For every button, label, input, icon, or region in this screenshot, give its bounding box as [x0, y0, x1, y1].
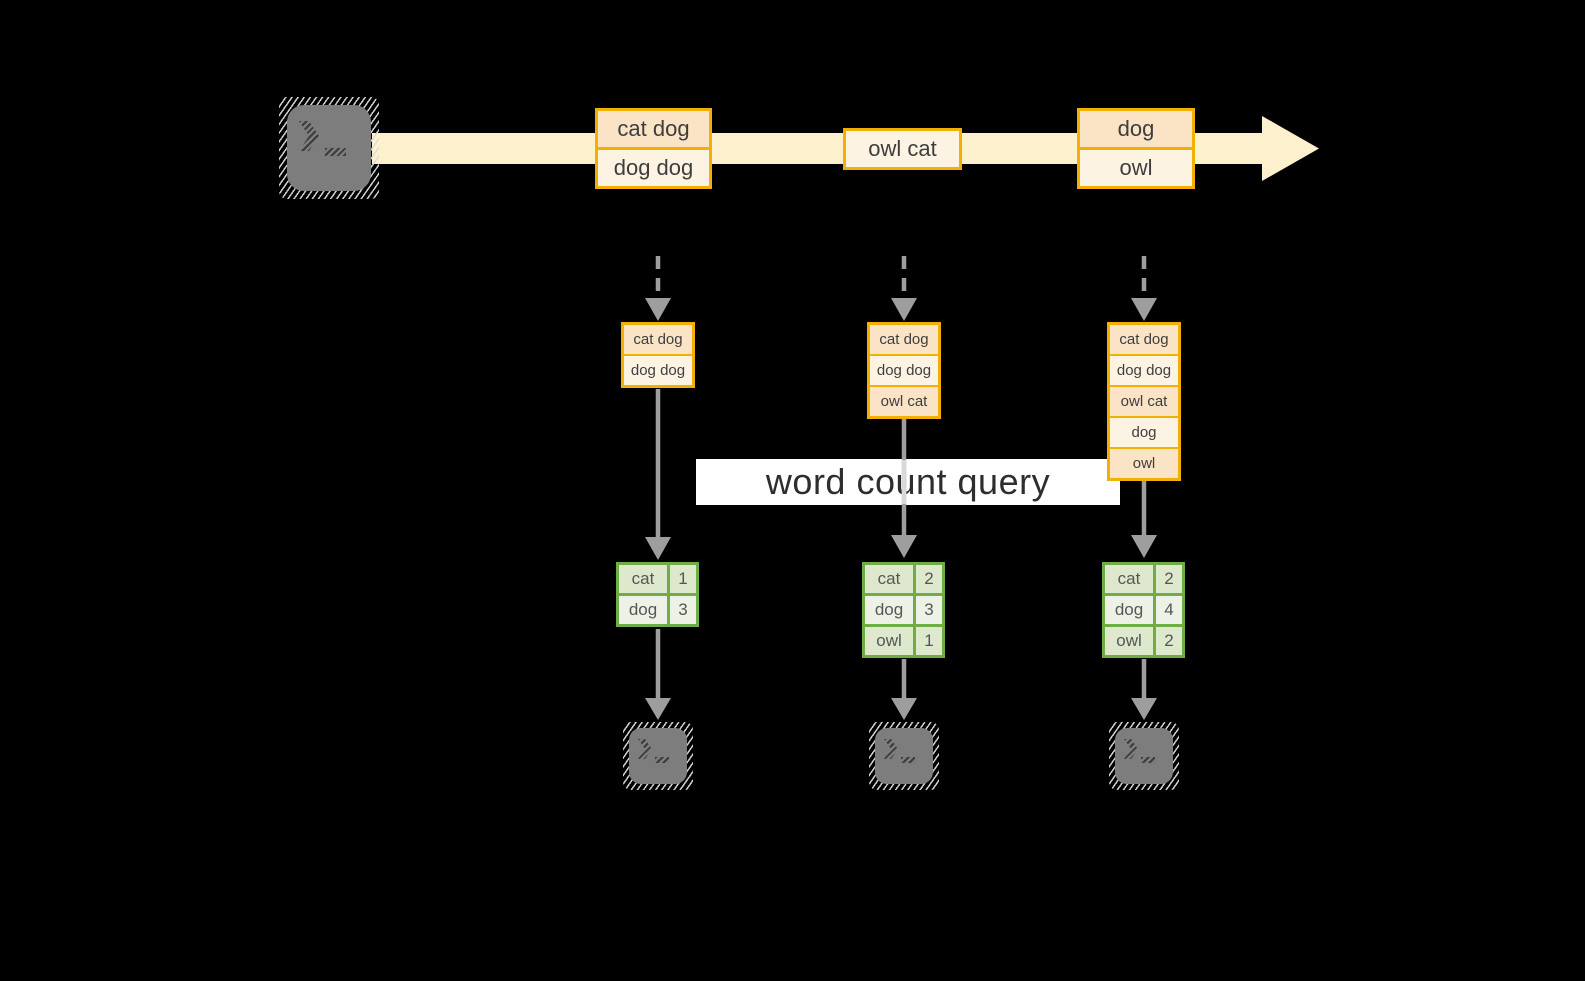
terminal-cursor-icon	[655, 757, 669, 763]
buffer-row: owl cat	[870, 385, 938, 416]
word-cell: cat	[865, 565, 916, 593]
terminal-screen	[875, 728, 933, 784]
buffer-row: cat dog	[624, 325, 692, 354]
word-cell: owl	[1105, 627, 1156, 655]
buffer-row: dog dog	[624, 354, 692, 385]
terminal-chevron-icon	[884, 739, 898, 759]
query-banner-label: word count query	[765, 461, 1051, 502]
terminal-cursor-icon	[325, 148, 346, 156]
buffer-box-3: cat dog dog dog owl cat dog owl	[1107, 322, 1181, 481]
terminal-cursor-icon	[1141, 757, 1155, 763]
terminal-chevron-icon	[1124, 739, 1138, 759]
query-banner: word count query	[696, 459, 1120, 505]
dashed-ingest-arrowhead-icon	[645, 298, 671, 321]
buffer-row: owl cat	[1110, 385, 1178, 416]
event-record: owl cat	[846, 131, 959, 167]
stream-event-batch-1: cat dog dog dog	[595, 108, 712, 189]
dashed-ingest-arrowhead-icon	[891, 298, 917, 321]
count-table-1: cat 1 dog 3	[616, 562, 699, 627]
output-arrowhead-icon	[645, 698, 671, 720]
terminal-chevron-icon	[299, 121, 319, 151]
word-cell: cat	[619, 565, 670, 593]
count-row: dog 4	[1105, 593, 1182, 624]
word-cell: dog	[1105, 596, 1156, 624]
count-row: owl 2	[1105, 624, 1182, 655]
count-table-3: cat 2 dog 4 owl 2	[1102, 562, 1185, 658]
count-row: dog 3	[619, 593, 696, 624]
count-table-2: cat 2 dog 3 owl 1	[862, 562, 945, 658]
query-arrowhead-icon	[891, 535, 917, 558]
word-cell: cat	[1105, 565, 1156, 593]
buffer-box-1: cat dog dog dog	[621, 322, 695, 388]
query-arrowhead-icon	[1131, 535, 1157, 558]
sink-terminal-icon	[623, 722, 693, 790]
count-cell: 2	[1156, 565, 1182, 593]
output-arrowhead-icon	[1131, 698, 1157, 720]
buffer-row: owl	[1110, 447, 1178, 478]
terminal-screen	[629, 728, 687, 784]
output-arrowhead-icon	[891, 698, 917, 720]
count-cell: 1	[916, 627, 942, 655]
query-arrowhead-icon	[645, 537, 671, 560]
terminal-screen	[287, 105, 371, 191]
stream-event-batch-3: dog owl	[1077, 108, 1195, 189]
count-cell: 2	[916, 565, 942, 593]
count-cell: 4	[1156, 596, 1182, 624]
sink-terminal-icon	[1109, 722, 1179, 790]
count-row: cat 2	[865, 565, 942, 593]
buffer-row: cat dog	[1110, 325, 1178, 354]
count-cell: 3	[670, 596, 696, 624]
stream-event-batch-2: owl cat	[843, 128, 962, 170]
count-cell: 2	[1156, 627, 1182, 655]
terminal-screen	[1115, 728, 1173, 784]
count-row: cat 2	[1105, 565, 1182, 593]
source-terminal-icon	[279, 97, 379, 199]
event-record: dog dog	[598, 147, 709, 186]
buffer-row: dog	[1110, 416, 1178, 447]
sink-terminal-icon	[869, 722, 939, 790]
buffer-row: cat dog	[870, 325, 938, 354]
event-record: cat dog	[598, 111, 709, 147]
count-cell: 3	[916, 596, 942, 624]
count-cell: 1	[670, 565, 696, 593]
buffer-row: dog dog	[1110, 354, 1178, 385]
word-cell: dog	[865, 596, 916, 624]
buffer-row: dog dog	[870, 354, 938, 385]
dashed-ingest-arrowhead-icon	[1131, 298, 1157, 321]
terminal-chevron-icon	[638, 739, 652, 759]
count-row: dog 3	[865, 593, 942, 624]
count-row: owl 1	[865, 624, 942, 655]
event-record: owl	[1080, 147, 1192, 186]
word-cell: dog	[619, 596, 670, 624]
terminal-cursor-icon	[901, 757, 915, 763]
count-row: cat 1	[619, 565, 696, 593]
word-cell: owl	[865, 627, 916, 655]
buffer-box-2: cat dog dog dog owl cat	[867, 322, 941, 419]
event-record: dog	[1080, 111, 1192, 147]
